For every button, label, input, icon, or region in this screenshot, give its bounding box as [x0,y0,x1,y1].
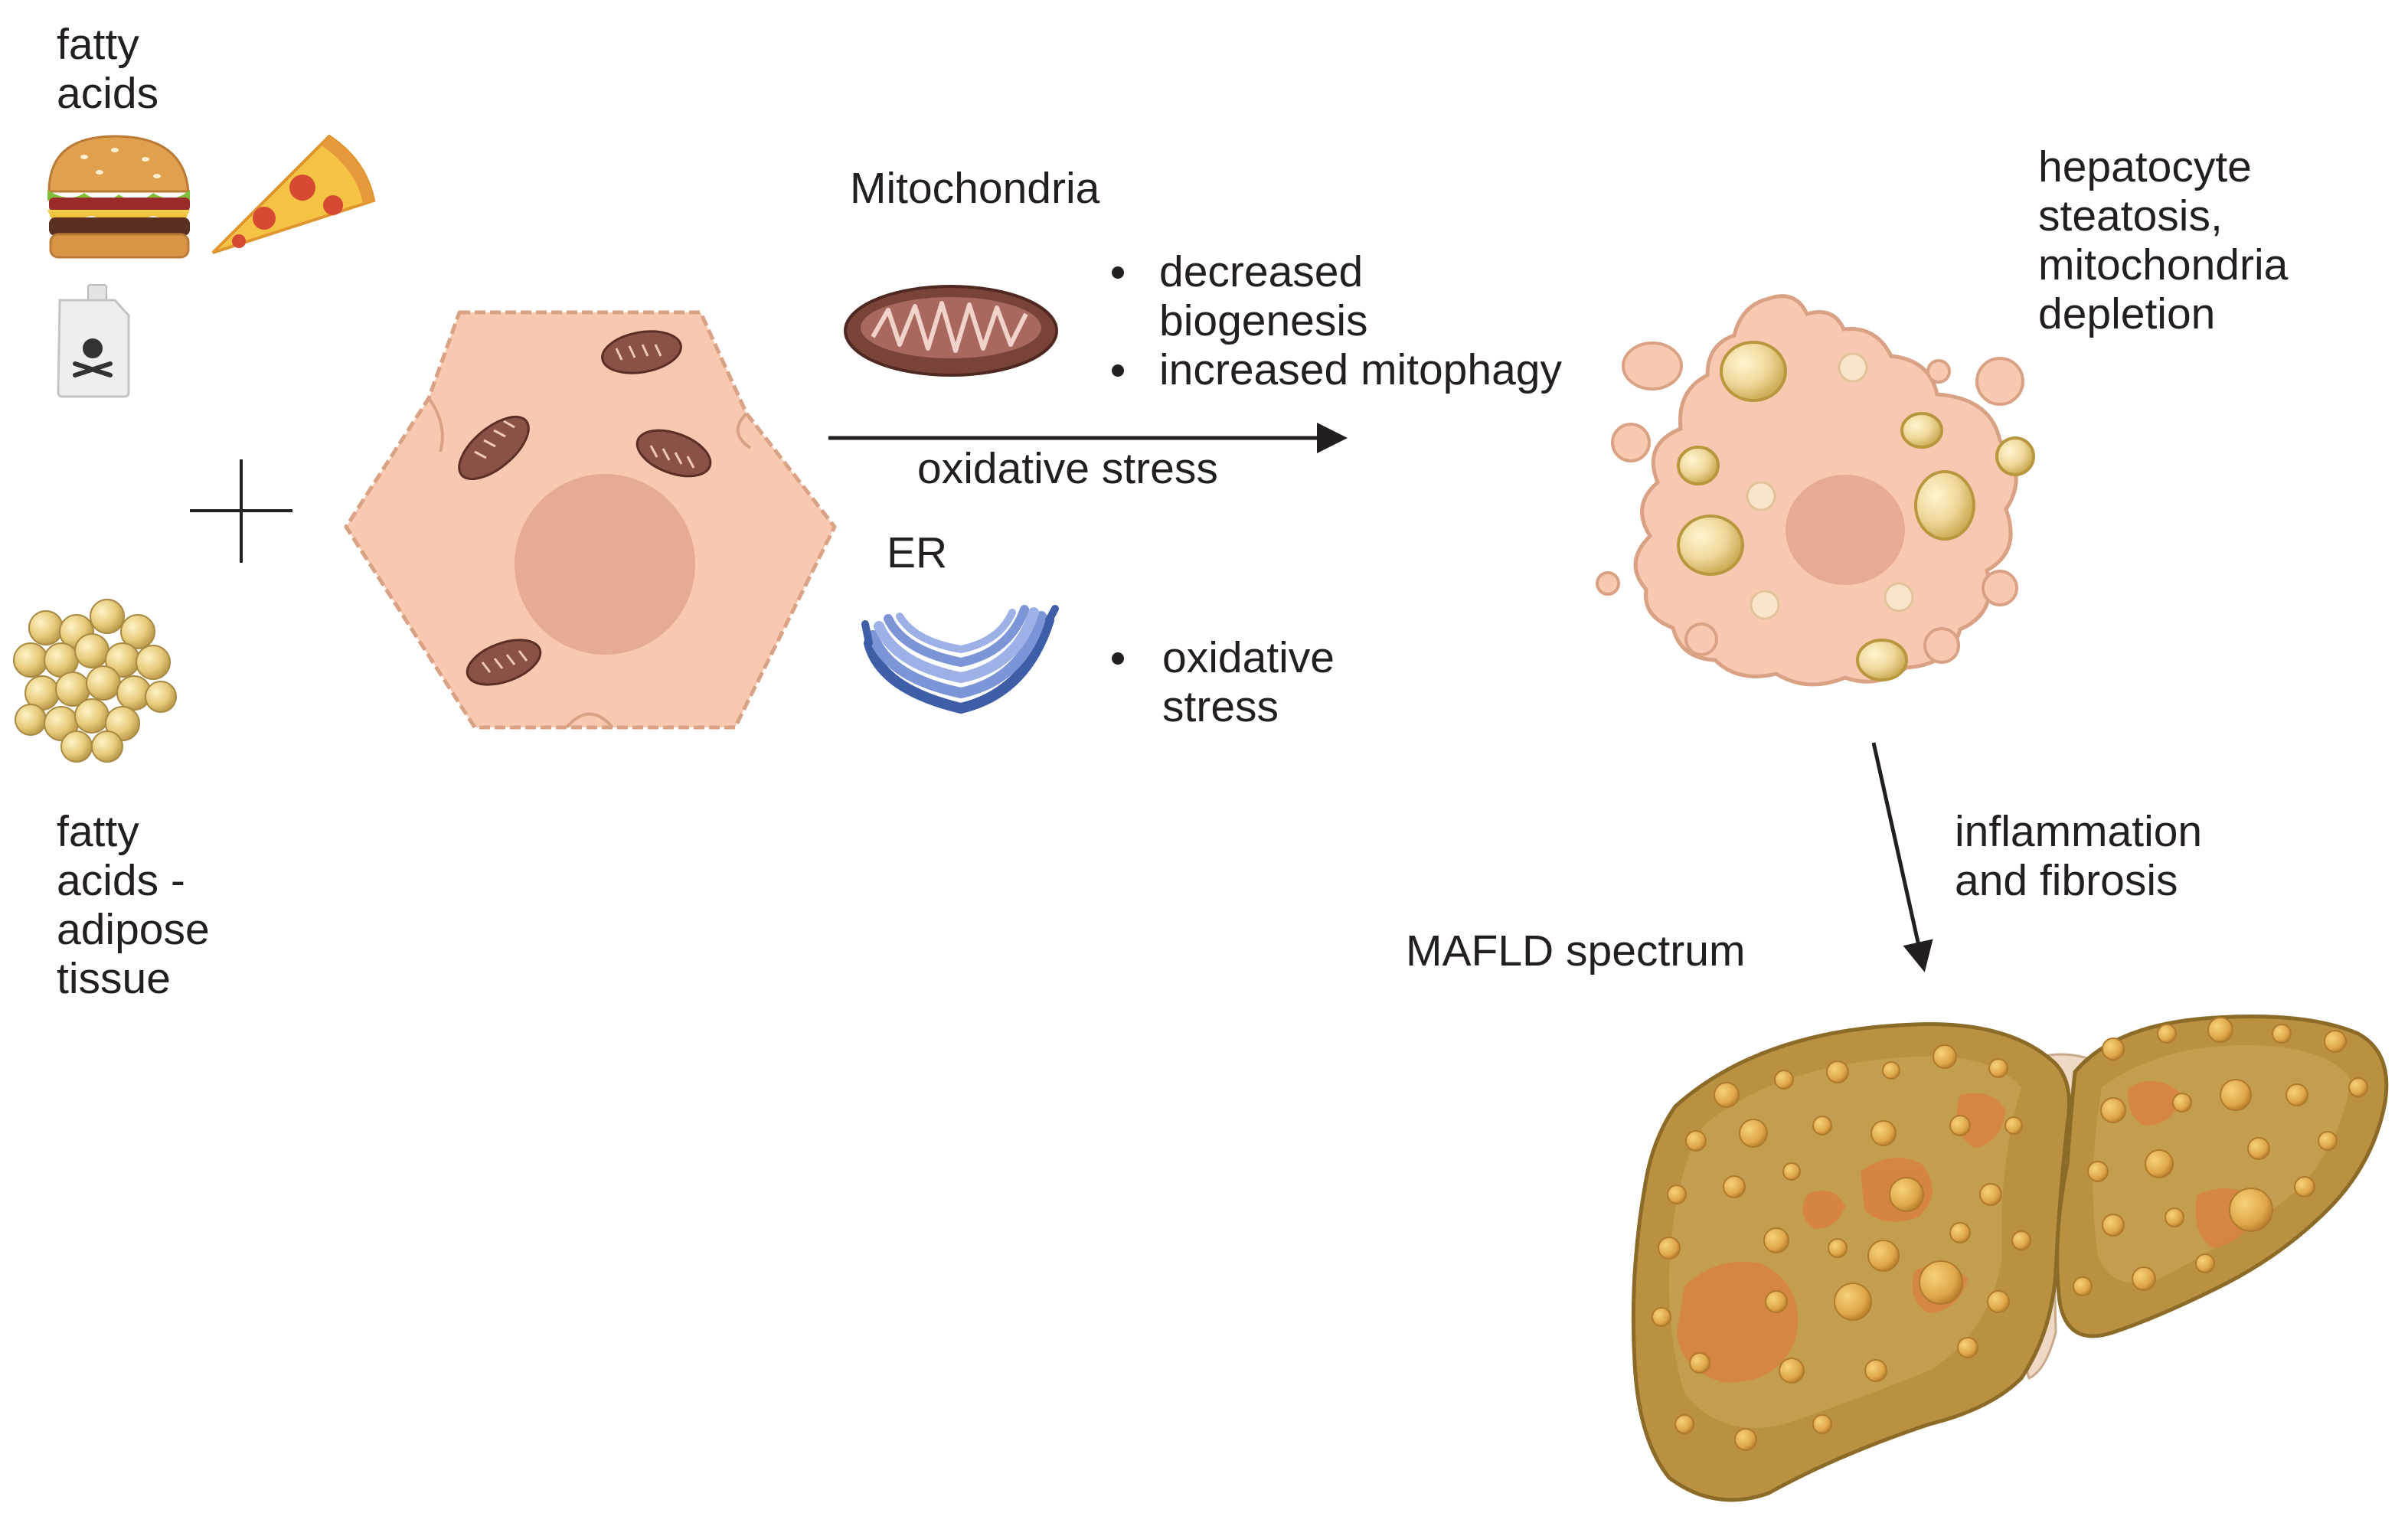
endoplasmic-reticulum-icon [861,605,1059,714]
steatotic-hepatocyte-icon [1596,294,2035,687]
fatty-acids-line-2: acids [57,69,159,118]
result-line-1: hepatocyte [2038,142,2252,191]
er-effect-1-line-2: stress [1162,682,1279,731]
progression-arrow [1871,742,1933,972]
er-effect-1-line-1: oxidative [1162,633,1335,682]
mito-effect-2: increased mitophagy [1159,345,1562,394]
mito-bullet-1 [1112,266,1124,279]
hepatocyte-result-label: hepatocyte steatosis, mitochondria deple… [2038,142,2288,338]
progression-line-2: and fibrosis [1955,856,2178,905]
mitochondria-title: Mitochondria [850,164,1100,213]
fatty-acids-line-1: fatty [57,20,139,69]
adipose-tissue-icon [13,599,177,763]
result-line-4: depletion [2038,289,2216,338]
result-line-2: steatosis, [2038,191,2223,240]
toxin-bottle-icon [57,284,130,398]
burger-icon [47,135,190,259]
mito-effect-1-line-1: decreased [1159,247,1364,296]
pizza-icon [211,134,376,254]
arrow-label: oxidative stress [917,444,1218,493]
disease-label: MAFLD spectrum [1406,926,1746,975]
fatty-liver-icon [1631,1015,2389,1502]
mito-effect-1: decreased biogenesis [1159,247,1368,345]
mitochondrion-icon [844,285,1058,377]
progression-line-1: inflammation [1955,807,2203,856]
plus-icon [190,459,292,563]
adipose-line-1: fatty [57,807,139,856]
er-effect-1: oxidative stress [1162,633,1335,731]
er-bullet-1 [1112,652,1124,665]
hepatocyte-icon [344,310,837,730]
adipose-line-4: tissue [57,954,171,1003]
mito-bullet-2 [1112,364,1124,377]
fatty-acids-adipose-label: fatty acids - adipose tissue [57,807,210,1003]
adipose-line-2: acids - [57,856,185,905]
er-title: ER [887,528,948,577]
result-line-3: mitochondria [2038,240,2289,289]
fatty-acids-label: fatty acids [57,20,158,118]
progression-label: inflammation and fibrosis [1955,807,2202,905]
mito-effect-1-line-2: biogenesis [1159,296,1368,345]
adipose-line-3: adipose [57,905,210,954]
